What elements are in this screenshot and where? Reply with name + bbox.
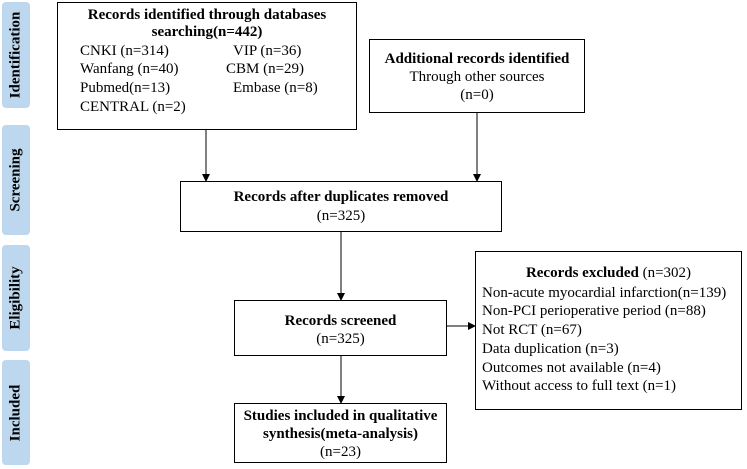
excluded-reason: Non-PCI perioperative period (n=88): [482, 303, 706, 319]
additional-count: (n=0): [460, 87, 494, 103]
duplicates-removed-box: Records after duplicates removed (n=325): [180, 181, 502, 232]
stage-screening: Screening: [2, 125, 30, 235]
duplicates-title: Records after duplicates removed: [233, 189, 449, 205]
additional-records-box: Additional records identified Through ot…: [369, 39, 585, 113]
excluded-reason: Non-acute myocardial infarction(n=139): [482, 285, 727, 301]
duplicates-count: (n=325): [316, 208, 366, 224]
additional-line2: Through other sources: [409, 69, 545, 85]
records-identified-box: Records identified through databases sea…: [57, 2, 357, 130]
excluded-reason: Without access to full text (n=1): [482, 378, 677, 394]
source-embase: Embase (n=8): [233, 80, 318, 96]
source-cnki: CNKI (n=314): [80, 43, 169, 59]
excluded-reason: Data duplication (n=3): [482, 341, 619, 357]
included-title-line2: synthesis(meta-analysis): [262, 426, 418, 442]
stage-eligibility: Eligibility: [2, 245, 30, 351]
excluded-header: Records excluded (n=302): [476, 265, 741, 282]
identified-title-line2: searching(n=442): [151, 24, 263, 40]
source-vip: VIP (n=36): [233, 43, 302, 59]
records-screened-box: Records screened (n=325): [234, 300, 447, 356]
additional-title: Additional records identified: [384, 51, 570, 67]
screened-count: (n=325): [316, 331, 365, 347]
included-title-line1: Studies included in qualitative: [243, 408, 438, 424]
source-central: CENTRAL (n=2): [80, 99, 186, 115]
included-count: (n=23): [320, 444, 361, 460]
excluded-reason: Outcomes not available (n=4): [482, 360, 661, 376]
source-wanfang: Wanfang (n=40): [80, 61, 179, 77]
identified-title-line1: Records identified through databases: [87, 7, 327, 23]
stage-included: Included: [2, 360, 30, 465]
excluded-title: Records excluded: [525, 265, 639, 281]
records-excluded-box: Records excluded (n=302) Non-acute myoca…: [475, 251, 742, 410]
source-pubmed: Pubmed(n=13): [80, 80, 171, 96]
stage-identification: Identification: [2, 2, 30, 108]
excluded-reason: Not RCT (n=67): [482, 322, 582, 338]
screened-title: Records screened: [284, 313, 397, 329]
excluded-count: (n=302): [638, 265, 692, 281]
studies-included-box: Studies included in qualitative synthesi…: [234, 403, 447, 463]
source-cbm: CBM (n=29): [226, 61, 305, 77]
